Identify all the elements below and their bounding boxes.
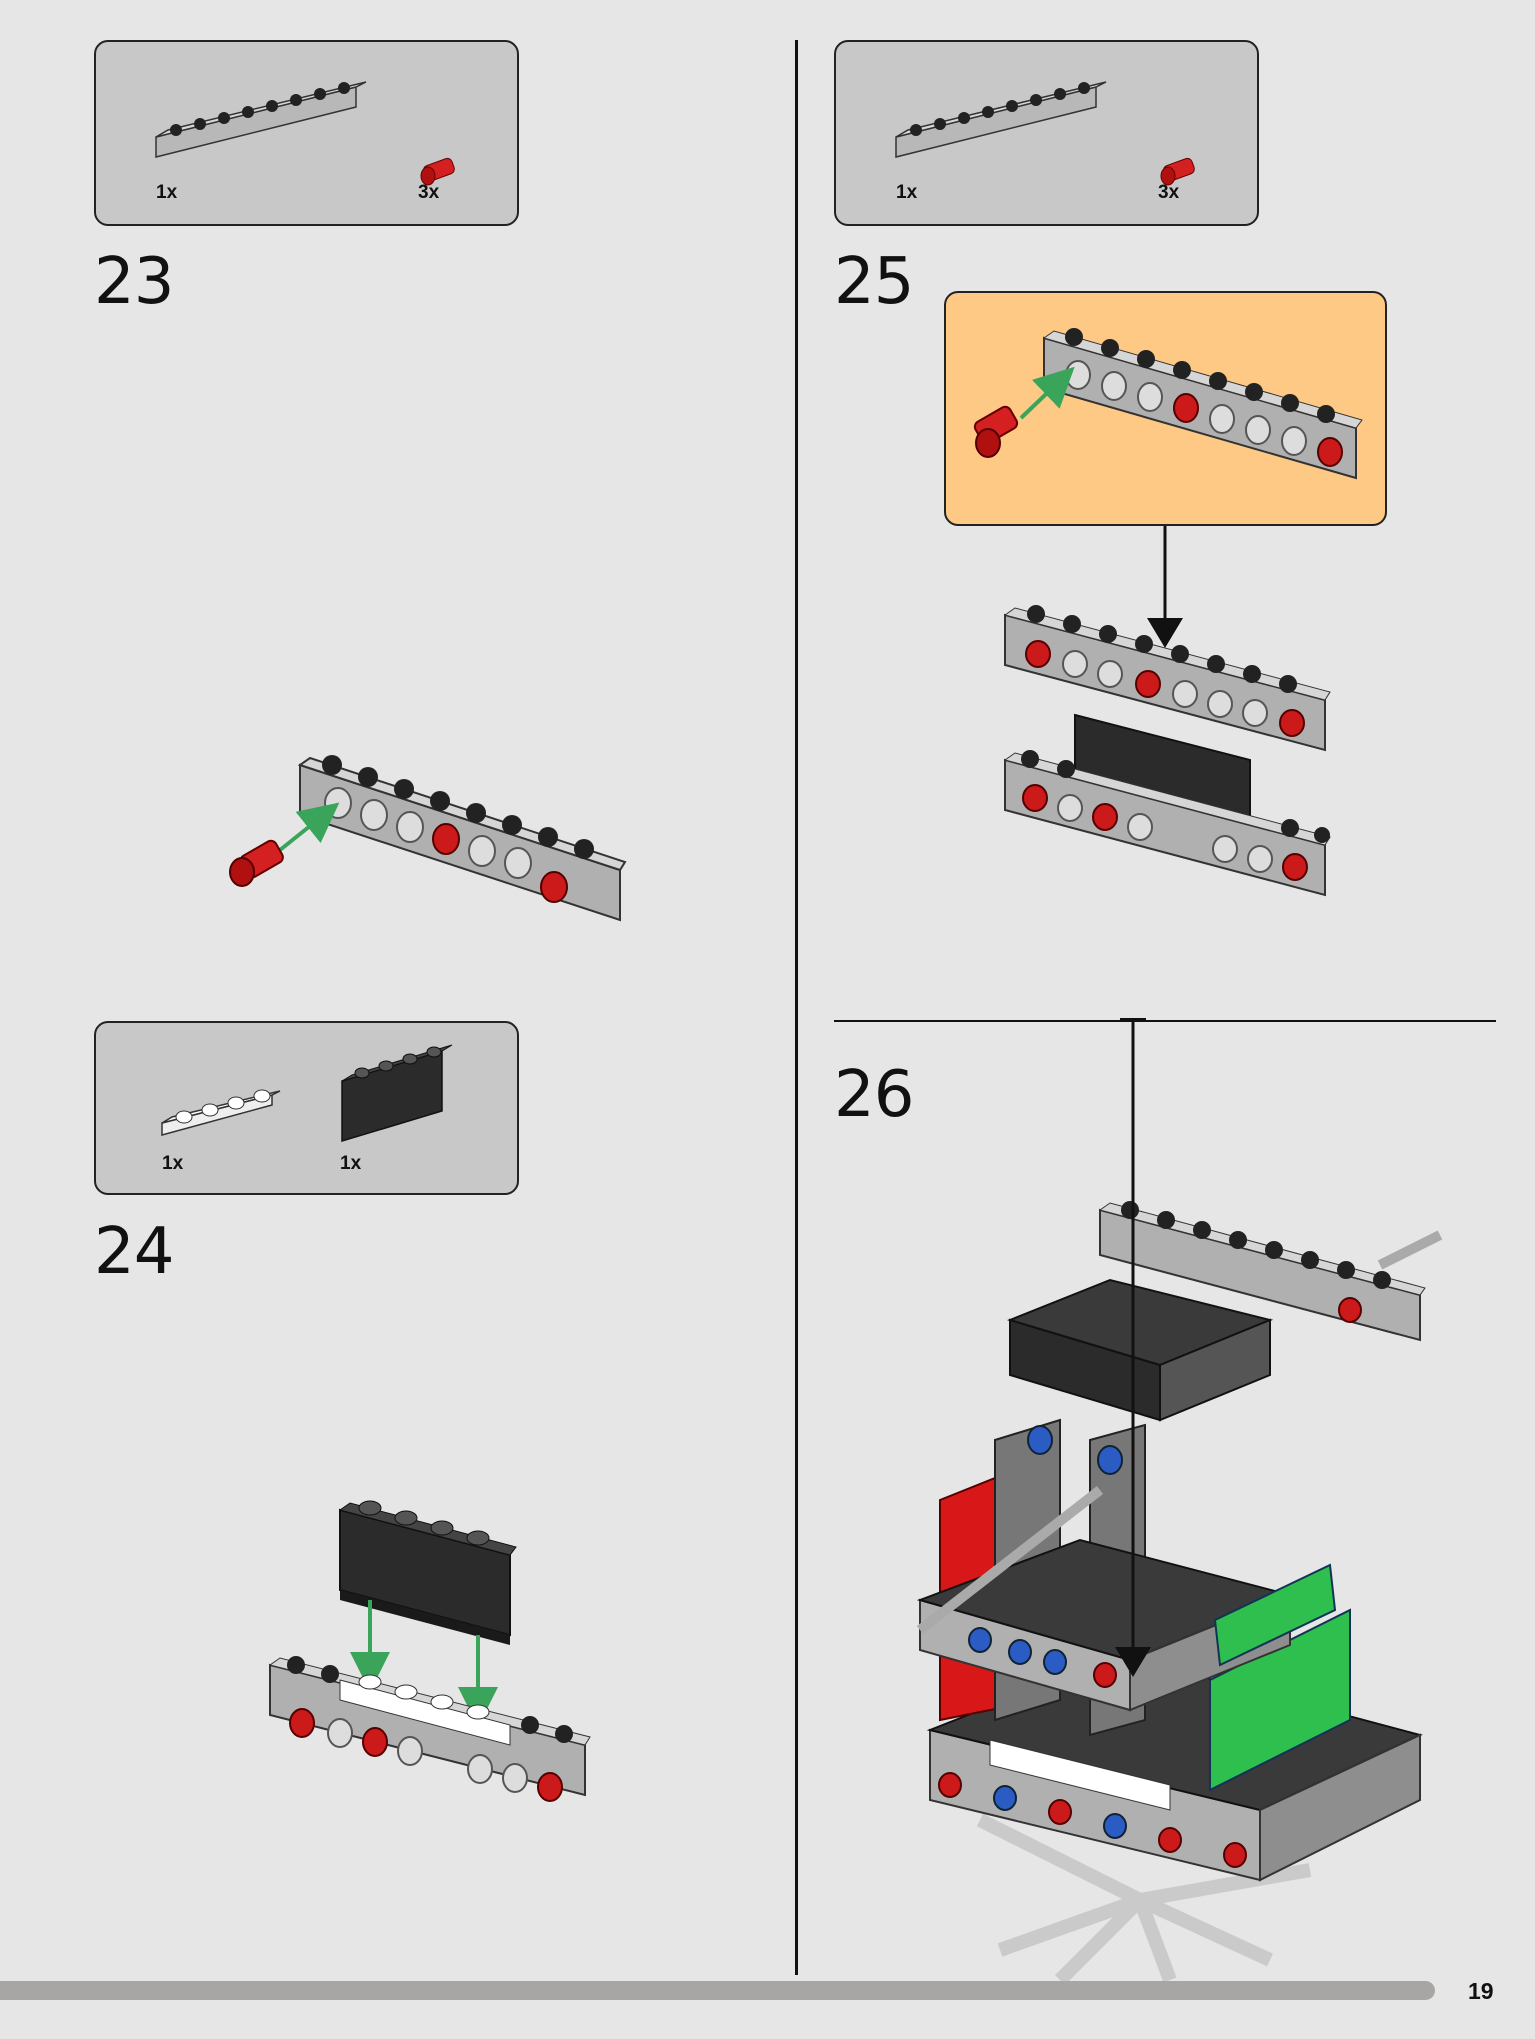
panel-1x4-black-icon: [341, 1044, 453, 1143]
step-25-assembly-illustration: [1003, 605, 1331, 897]
sub-assembly-callout: [944, 291, 1387, 526]
footer-progress-bar: [0, 1981, 1435, 2000]
part-qty-2: 3x: [1158, 182, 1180, 203]
part-qty-2: 3x: [418, 182, 440, 203]
callout-beam-with-pins: [973, 328, 1363, 480]
step-number-26: 26: [834, 1058, 914, 1132]
part-qty-1: 1x: [156, 182, 178, 203]
part-qty-1: 1x: [896, 182, 918, 203]
step-divider: [834, 1020, 1496, 1022]
callout-arrow: [1147, 526, 1183, 648]
step-23-assembly-illustration: [229, 755, 627, 922]
step-number-23: 23: [94, 245, 174, 319]
step-26-assembly-illustration: [916, 1018, 1443, 1985]
part-qty-2: 1x: [340, 1153, 362, 1174]
technic-beam-1x8-gray-icon: [155, 81, 367, 158]
page-number: 19: [1468, 1978, 1494, 2004]
parts-box-step-24: 1x 1x: [94, 1021, 519, 1195]
part-qty-1: 1x: [162, 1153, 184, 1174]
step-24-assembly-illustration: [268, 1500, 591, 1802]
parts-box-step-25: 1x 3x: [834, 40, 1259, 226]
step-number-24: 24: [94, 1215, 174, 1289]
column-divider: [795, 40, 798, 1975]
parts-box-step-23: 1x 3x: [94, 40, 519, 226]
technic-beam-1x8-gray-icon: [895, 81, 1107, 158]
step-number-25: 25: [834, 245, 914, 319]
technic-pin-red-icon: [420, 157, 455, 186]
plate-1x4-white-icon: [161, 1089, 281, 1136]
technic-pin-red-icon: [1160, 157, 1195, 186]
